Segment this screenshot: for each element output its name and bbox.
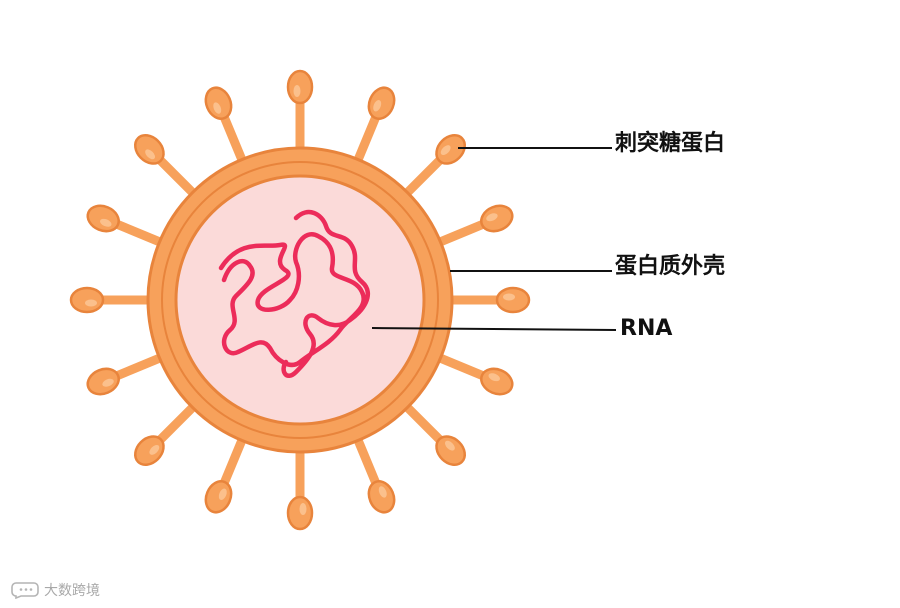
watermark-text: 大数跨境 bbox=[44, 580, 100, 600]
label-spike-glycoprotein: 刺突糖蛋白 bbox=[615, 133, 725, 155]
watermark: 大数跨境 bbox=[10, 580, 100, 600]
label-rna: RNA bbox=[620, 318, 672, 340]
label-protein-shell: 蛋白质外壳 bbox=[615, 256, 725, 278]
chat-bubble-icon bbox=[10, 581, 40, 599]
